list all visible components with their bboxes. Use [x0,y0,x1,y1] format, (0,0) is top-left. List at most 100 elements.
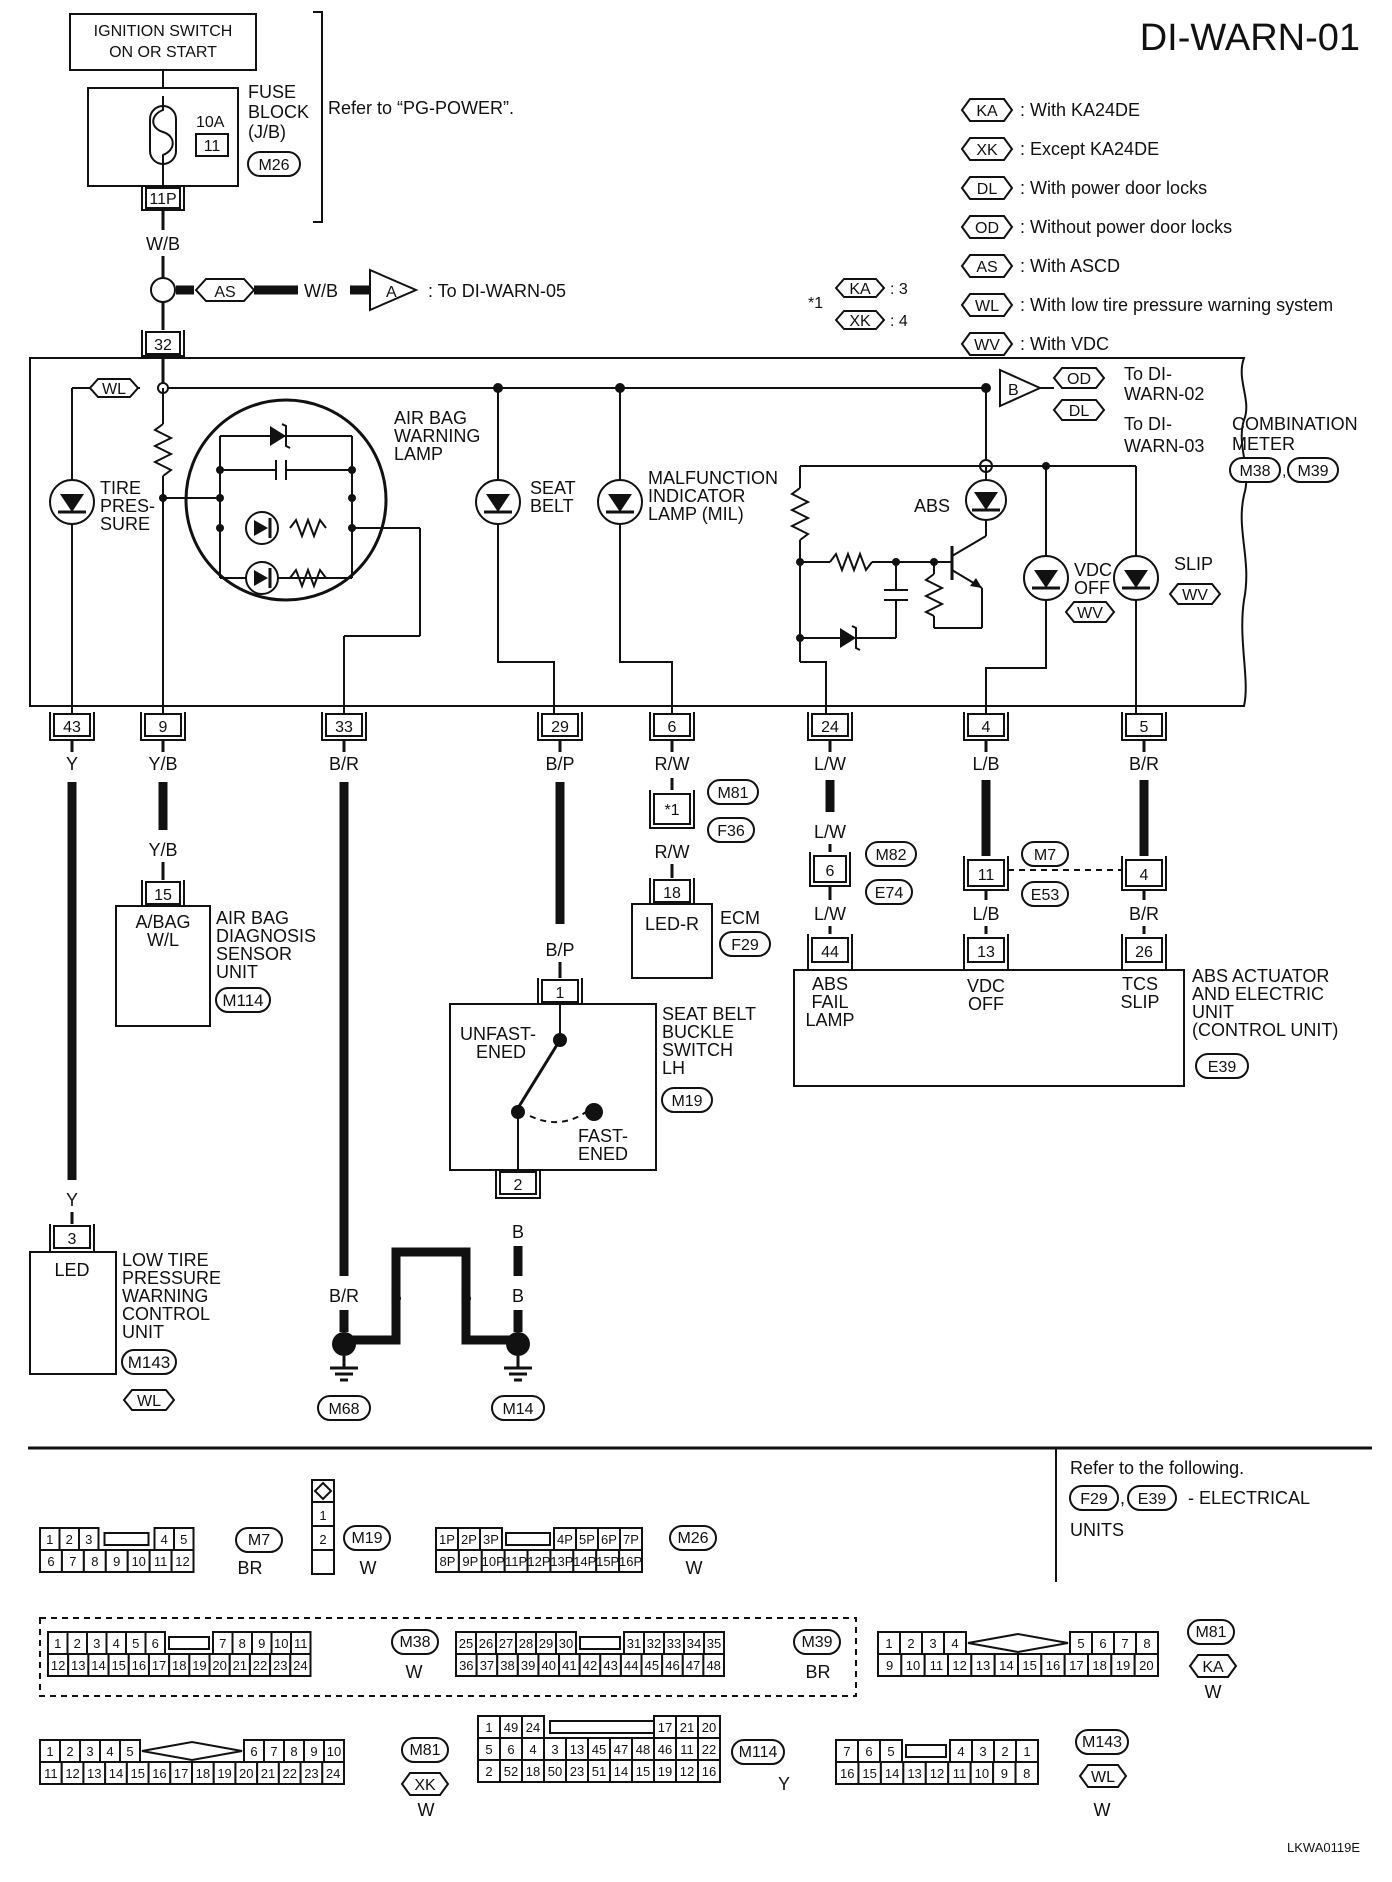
refer-line-1: Refer to the following. [1070,1458,1244,1478]
seatbelt-sw-label-2: BUCKLE [662,1022,734,1042]
refer-line-3: UNITS [1070,1520,1124,1540]
connector-pin: 3 [85,1532,92,1547]
connector-pin: 19 [217,1766,231,1781]
wire-gb3: B [512,1286,524,1306]
connector-pin: 6 [1099,1636,1106,1651]
figure-code: LKWA0119E [1287,1840,1360,1855]
meter-pin: 6 [668,719,677,736]
connector-pin: 51 [592,1764,606,1779]
connector-pin: 13P [550,1554,573,1569]
connector-pin: 13 [570,1742,584,1757]
connector-tag: WL [1091,1769,1115,1786]
legend-desc: : With power door locks [1020,178,1207,198]
connector-pin: 27 [499,1636,513,1651]
connector-pin: 9 [258,1636,265,1651]
wire-g33: B/R [329,1286,359,1306]
airbag-unit-label-1: AIR BAG [216,908,289,928]
footnote-xk-val: : 4 [890,313,908,330]
abs-p44-3: LAMP [805,1010,854,1030]
connector-name: M114 [739,1744,778,1761]
legend-tag-xk [960,137,1014,161]
meter-pin: 43 [63,719,81,736]
meter-pin: 5 [1140,719,1149,736]
airbag-label-1: AIR BAG [394,408,467,428]
connector-pin: 18 [196,1766,210,1781]
abs-pin: 26 [1135,944,1153,961]
seatbelt-sw-conn: M19 [671,1093,702,1110]
connector-color: W [686,1558,703,1578]
ignition-label-2: ON OR START [109,44,217,61]
wire-9b: Y/B [148,840,177,860]
connector-pin: 18 [1092,1658,1106,1673]
connector-pin: 10 [131,1554,145,1569]
connector-pin: 16 [702,1764,716,1779]
od-tag: OD [1067,371,1091,388]
connector-pin: 4 [957,1744,964,1759]
tire-label-2: PRES- [100,496,155,516]
connector-pin: 39 [521,1658,535,1673]
connector-pin: 22 [702,1742,716,1757]
dl-text-1: To DI- [1124,414,1172,434]
fuse-connector: M26 [258,157,289,174]
fuse-pin: 11P [149,191,176,208]
connector-pin: 2 [74,1636,81,1651]
abs-p26-1: TCS [1122,974,1158,994]
connector-pin: 23 [273,1658,287,1673]
wire-33: B/R [329,754,359,774]
connector-pin: 20 [212,1658,226,1673]
connector-pin: 19 [192,1658,206,1673]
connector-pin: 37 [480,1658,494,1673]
ltp-conn: M143 [128,1353,171,1372]
airbag-unit-conn: M114 [222,991,263,1010]
meter-conn-1: M38 [1239,463,1270,480]
refer-pg-power: Refer to “PG-POWER”. [328,98,514,118]
connector-pin: 7 [219,1636,226,1651]
ltp-label-4: CONTROL [122,1304,210,1324]
meter-pin: 4 [982,719,991,736]
slip-tag: WV [1182,587,1208,604]
connector-pin: 9 [886,1658,893,1673]
connector-pin: 11 [154,1554,168,1569]
connector-pin: 7 [270,1744,277,1759]
wire-5: B/R [1129,754,1159,774]
abs-p26-2: SLIP [1120,992,1159,1012]
connector-pin: 7 [1121,1636,1128,1651]
connector-pin: 23 [570,1764,584,1779]
connector-pin: 23 [304,1766,318,1781]
connector-pin: 6 [865,1744,872,1759]
connector-color: Y [778,1774,790,1794]
connector-pin: 22 [253,1658,267,1673]
connector-pin: 16P [619,1554,642,1569]
connector-pin: 24 [526,1720,540,1735]
ltp-tag: WL [137,1393,161,1410]
od-text-2: WARN-02 [1124,384,1204,404]
connector-pin: 5 [180,1532,187,1547]
airbag-unit-inner-2: W/L [147,930,179,950]
refer-conn-1: F29 [1080,1491,1108,1508]
ltp-pin: 3 [68,1231,77,1248]
wire-gb1: B [390,1286,402,1306]
connector-pin: 13 [71,1658,85,1673]
connector-pin: 14P [573,1554,596,1569]
dl-text-2: WARN-03 [1124,436,1204,456]
to-b-arrow: B [1008,382,1019,399]
connector-pin: 8 [1143,1636,1150,1651]
unfastened-1: UNFAST- [460,1024,536,1044]
connector-pin: 4 [529,1742,536,1757]
connector-color: W [418,1800,435,1820]
connector-pin: 34 [687,1636,701,1651]
ltp-label-3: WARNING [122,1286,208,1306]
seatbelt-switch-box [449,1003,657,1171]
fuse-label-1: FUSE [248,82,296,102]
connector-pin: 26 [479,1636,493,1651]
abs-pin: 13 [977,944,995,961]
connector-pin: 13 [907,1766,921,1781]
connector-pin: 22 [282,1766,296,1781]
connector-pin: 6 [250,1744,257,1759]
connector-pin: 1 [46,1744,53,1759]
abs-p13-1: VDC [967,976,1005,996]
connector-pin: 45 [592,1742,606,1757]
legend-tag-wl [960,293,1014,317]
